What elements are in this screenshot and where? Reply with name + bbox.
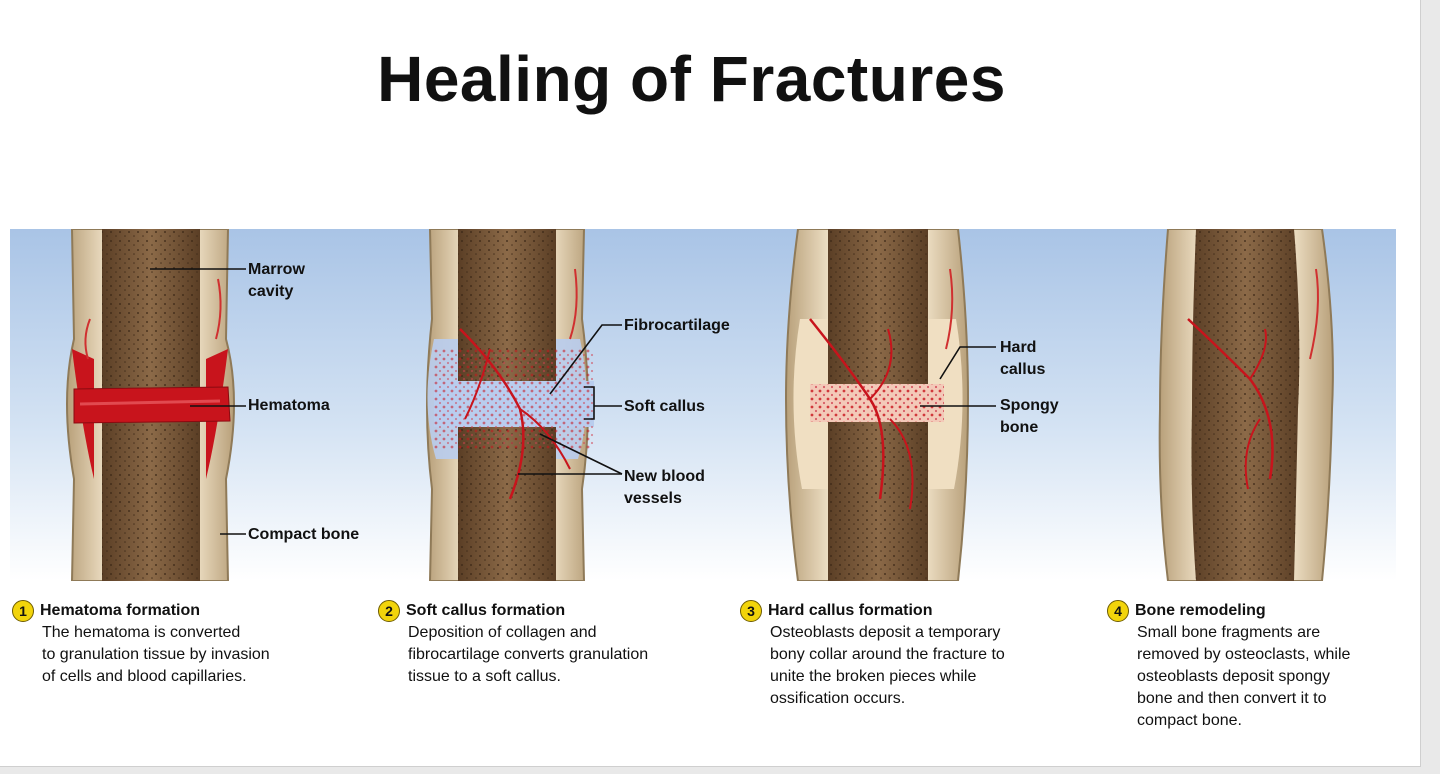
leader-lines: [150, 268, 996, 535]
label-hard-callus: Hard callus: [1000, 339, 1046, 378]
step-3-line: Osteoblasts deposit a temporary: [770, 624, 1001, 641]
step-4-caption: 4 Bone remodeling Small bone fragments a…: [1107, 600, 1350, 732]
panel-3-bone: [784, 229, 970, 581]
step-4-description: Small bone fragments are removed by oste…: [1107, 622, 1350, 732]
step-1-caption: 1 Hematoma formation The hematoma is con…: [12, 600, 270, 688]
label-new-blood-vessels: New blood vessels: [624, 468, 705, 507]
step-1-title: Hematoma formation: [40, 602, 201, 619]
step-3-number-badge: 3: [740, 600, 762, 622]
step-1-line: The hematoma is converted: [42, 624, 241, 641]
label-marrow-cavity: Marrow cavity: [248, 261, 305, 300]
label-fibrocartilage: Fibrocartilage: [624, 317, 730, 334]
step-4-line: Small bone fragments are: [1137, 624, 1321, 641]
step-2-number-badge: 2: [378, 600, 400, 622]
label-compact-bone: Compact bone: [248, 526, 360, 543]
label-soft-callus: Soft callus: [624, 398, 705, 415]
panel-4-bone: [1158, 229, 1334, 581]
step-4-line: osteoblasts deposit spongy: [1137, 668, 1331, 685]
step-2-line: tissue to a soft callus.: [408, 668, 561, 685]
panel-2-bone: [426, 229, 594, 581]
step-1-description: The hematoma is converted to granulation…: [12, 622, 270, 688]
panel-1-bone: [66, 229, 235, 581]
step-2-description: Deposition of collagen and fibrocartilag…: [378, 622, 648, 688]
step-1-number-badge: 1: [12, 600, 34, 622]
label-hematoma: Hematoma: [248, 397, 330, 414]
label-spongy-bone: Spongy bone: [1000, 397, 1059, 436]
step-3-description: Osteoblasts deposit a temporary bony col…: [740, 622, 1005, 710]
step-3-title: Hard callus formation: [768, 602, 933, 619]
slide: Healing of Fractures: [0, 0, 1421, 767]
step-1-line: of cells and blood capillaries.: [42, 668, 247, 685]
step-4-line: bone and then convert it to: [1137, 690, 1327, 707]
step-2-line: Deposition of collagen and: [408, 624, 597, 641]
step-2-caption: 2 Soft callus formation Deposition of co…: [378, 600, 648, 688]
step-1-line: to granulation tissue by invasion: [42, 646, 270, 663]
step-3-caption: 3 Hard callus formation Osteoblasts depo…: [740, 600, 1005, 710]
step-4-number-badge: 4: [1107, 600, 1129, 622]
step-3-line: bony collar around the fracture to: [770, 646, 1005, 663]
step-2-line: fibrocartilage converts granulation: [408, 646, 649, 663]
step-3-line: ossification occurs.: [770, 690, 906, 707]
page-title: Healing of Fractures: [377, 43, 1006, 115]
step-2-title: Soft callus formation: [406, 602, 566, 619]
fracture-healing-illustration: [10, 229, 1396, 581]
step-4-line: compact bone.: [1137, 712, 1242, 729]
step-4-line: removed by osteoclasts, while: [1137, 646, 1351, 663]
step-4-title: Bone remodeling: [1135, 602, 1266, 619]
step-3-line: unite the broken pieces while: [770, 668, 977, 685]
